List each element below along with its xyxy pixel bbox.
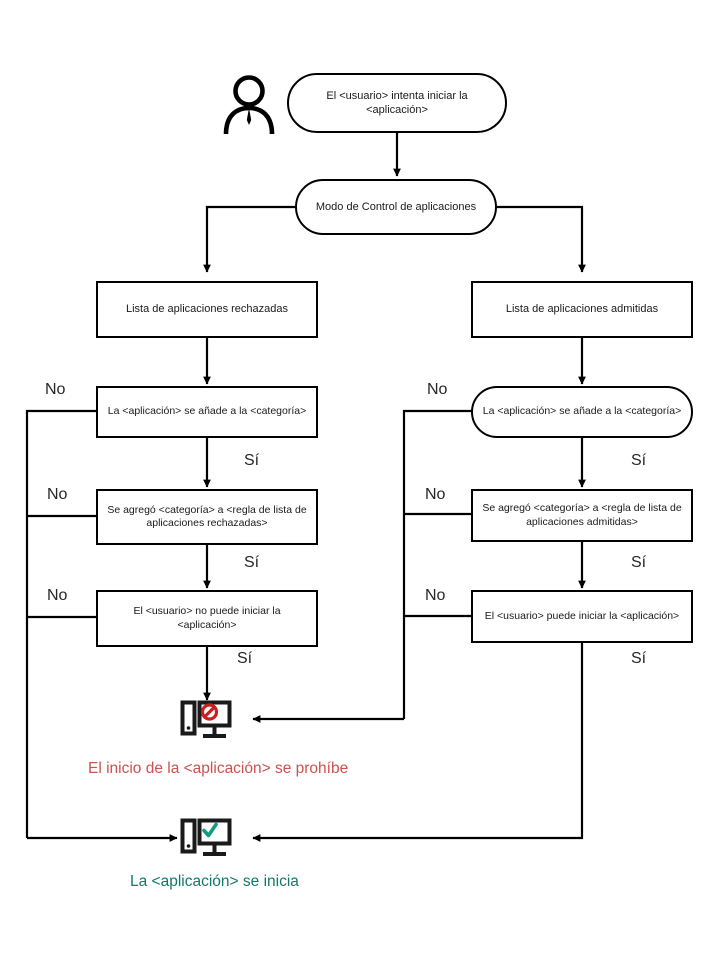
edge-label-right-no-2: No — [425, 486, 446, 503]
node-allowed-list-label: Lista de aplicaciones admitidas — [505, 303, 659, 316]
node-start[interactable]: El <usuario> intenta iniciar la <aplicac… — [287, 73, 507, 133]
node-right-category-label: La <aplicación> se añade a la <categoría… — [482, 405, 682, 418]
edge-label-left-no-2: No — [47, 486, 68, 503]
user-icon — [223, 75, 275, 135]
node-right-rule-line1: Se agregó <categoría> a <regla de lista … — [482, 502, 682, 515]
node-right-rule-label: Se agregó <categoría> a <regla de lista … — [482, 502, 681, 529]
edge-label-right-si-1: Sí — [631, 452, 647, 469]
node-right-category[interactable]: La <aplicación> se añade a la <categoría… — [471, 386, 693, 438]
node-right-rule-line2: aplicaciones admitidas> — [526, 515, 638, 528]
node-left-rule[interactable]: Se agregó <categoría> a <regla de lista … — [96, 489, 318, 545]
edge-label-right-si-2: Sí — [631, 554, 647, 571]
edge-label-right-no-3: No — [425, 587, 446, 604]
deny-outcome-caption: El inicio de la <aplicación> se prohíbe — [88, 760, 349, 777]
node-left-result-label: El <usuario> no puede iniciar la <aplica… — [133, 605, 280, 632]
computer-allowed-icon — [180, 818, 232, 856]
edge-label-left-si-2: Sí — [244, 554, 260, 571]
edge-mode-to-denied-list — [203, 205, 295, 273]
computer-blocked-icon — [180, 700, 232, 738]
edge-label-left-no-3: No — [47, 587, 68, 604]
node-left-result-line1: El <usuario> no puede iniciar la — [133, 605, 281, 618]
node-left-category-label: La <aplicación> se añade a la <categoría… — [107, 405, 307, 418]
edge-left-no-1-rail — [25, 409, 97, 838]
node-denied-list-label: Lista de aplicaciones rechazadas — [125, 303, 289, 316]
node-right-rule[interactable]: Se agregó <categoría> a <regla de lista … — [471, 489, 693, 542]
node-left-result[interactable]: El <usuario> no puede iniciar la <aplica… — [96, 590, 318, 647]
node-mode-label: Modo de Control de aplicaciones — [315, 200, 477, 213]
edge-right-no-1-rail — [402, 409, 472, 719]
node-left-rule-line2: aplicaciones rechazadas> — [146, 517, 268, 529]
node-denied-list[interactable]: Lista de aplicaciones rechazadas — [96, 281, 318, 338]
allow-outcome-caption: La <aplicación> se inicia — [130, 873, 299, 890]
node-right-result-label: El <usuario> puede iniciar la <aplicació… — [484, 609, 680, 622]
node-left-rule-label: Se agregó <categoría> a <regla de lista … — [107, 504, 306, 531]
edge-label-left-si-1: Sí — [244, 452, 260, 469]
node-left-result-line2: <aplicación> — [177, 618, 237, 631]
edge-right-result-si-to-allow — [252, 643, 584, 842]
edge-label-left-no-1: No — [45, 381, 66, 398]
node-start-label: El <usuario> intenta iniciar la <aplicac… — [326, 89, 468, 116]
node-right-result[interactable]: El <usuario> puede iniciar la <aplicació… — [471, 590, 693, 643]
edge-mode-to-allowed-list — [497, 205, 586, 273]
edge-label-right-si-3: Sí — [631, 650, 647, 667]
node-mode[interactable]: Modo de Control de aplicaciones — [295, 179, 497, 235]
node-left-category[interactable]: La <aplicación> se añade a la <categoría… — [96, 386, 318, 438]
edge-label-right-no-1: No — [427, 381, 448, 398]
node-allowed-list[interactable]: Lista de aplicaciones admitidas — [471, 281, 693, 338]
edge-label-left-si-3: Sí — [237, 650, 253, 667]
node-left-rule-line1: Se agregó <categoría> a <regla de lista … — [107, 503, 307, 516]
